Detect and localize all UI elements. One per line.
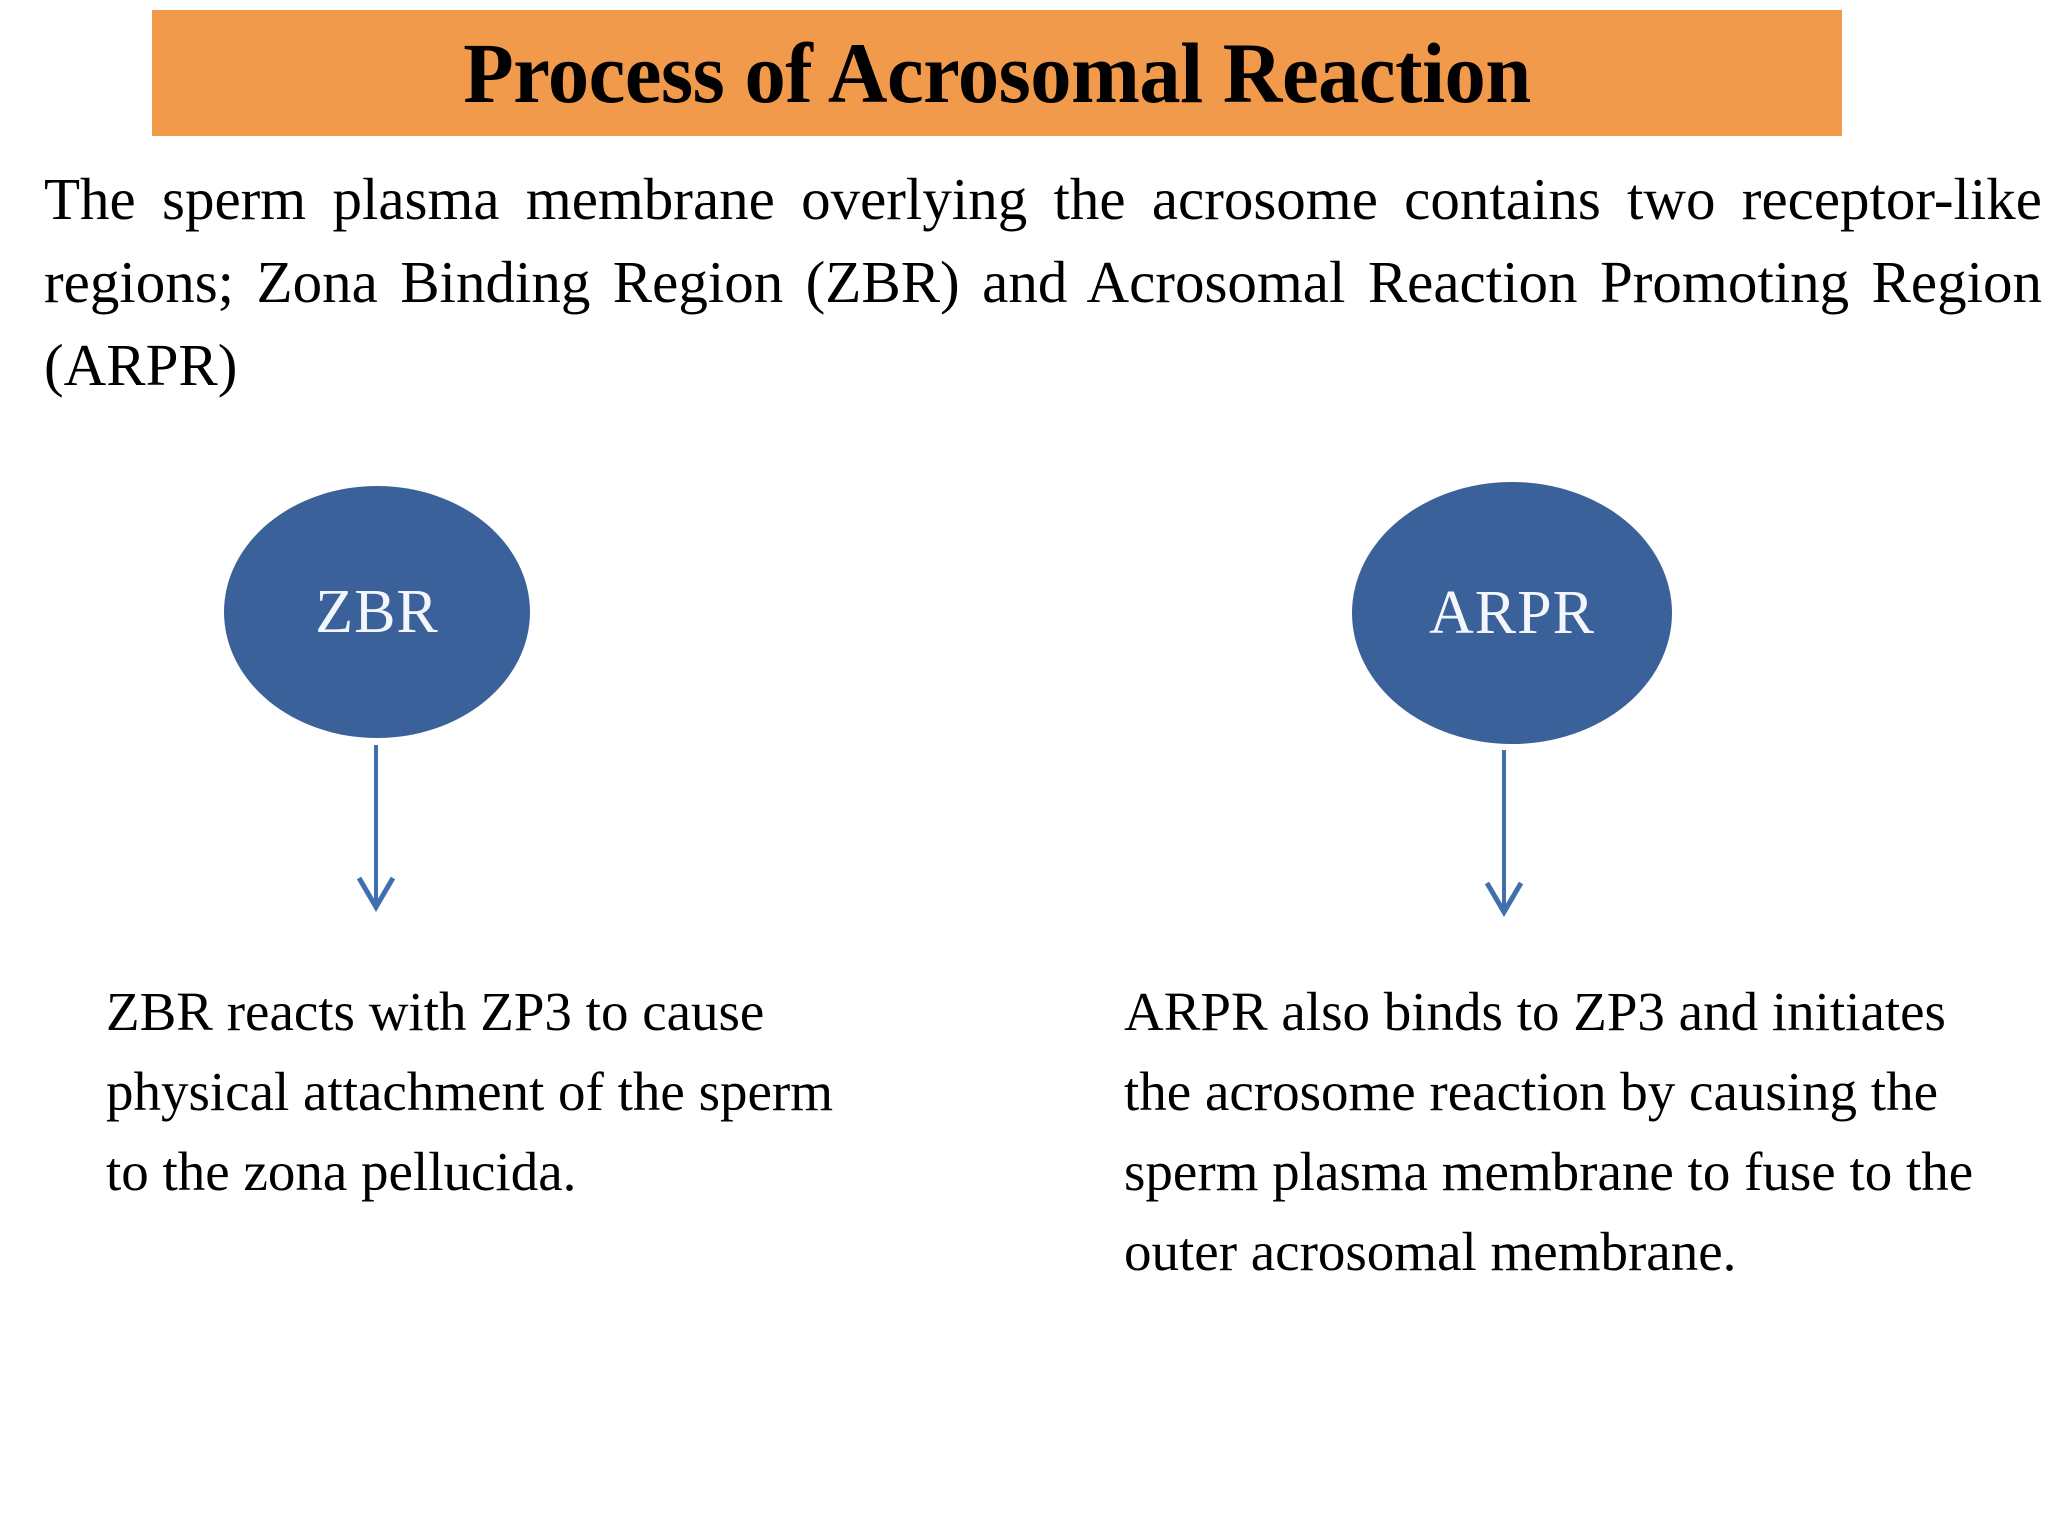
intro-paragraph: The sperm plasma membrane overlying the …	[44, 166, 2042, 398]
node-label-arpr: ARPR	[1429, 579, 1595, 647]
node-label-zbr: ZBR	[315, 578, 439, 646]
title-banner: Process of Acrosomal Reaction	[152, 10, 1842, 136]
page-title: Process of Acrosomal Reaction	[463, 25, 1531, 121]
description-zbr: ZBR reacts with ZP3 to cause physical at…	[106, 981, 833, 1202]
down-arrow-icon-zbr	[356, 745, 396, 912]
down-arrow-icon-arpr	[1484, 750, 1524, 917]
node-ellipse-zbr: ZBR	[224, 486, 530, 738]
description-arpr: ARPR also binds to ZP3 and initiates the…	[1124, 981, 1974, 1282]
node-ellipse-arpr: ARPR	[1352, 482, 1672, 744]
